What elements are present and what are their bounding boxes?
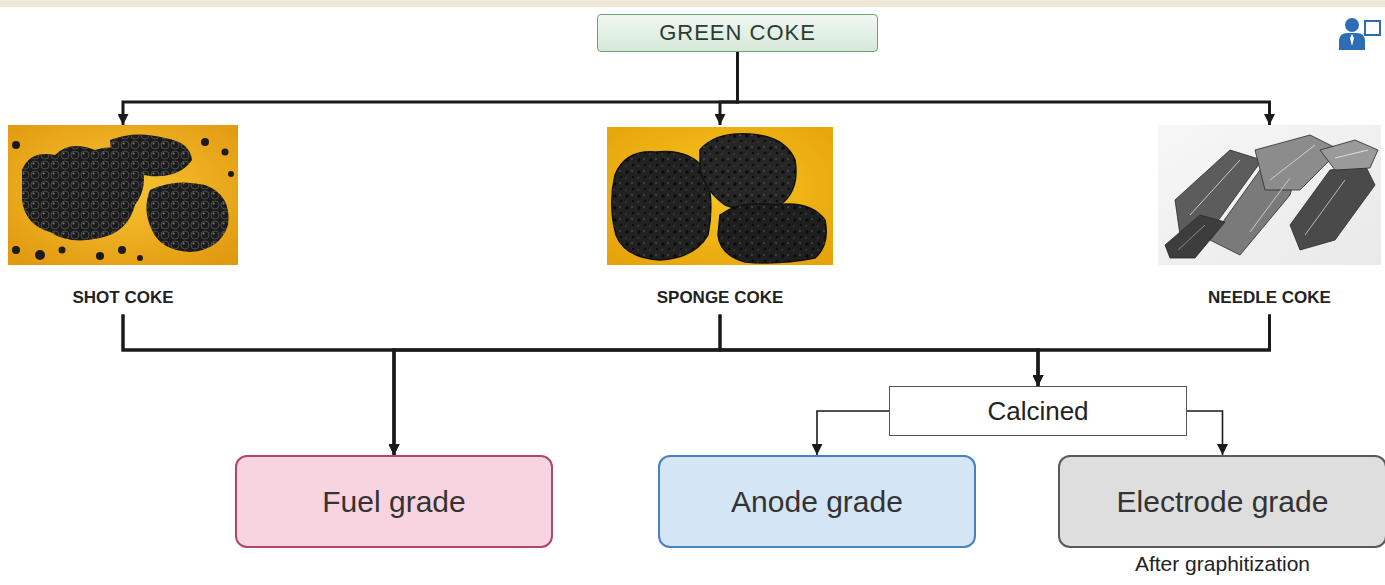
shot-coke-photo-part [201,138,209,146]
box-shape: Fuel grade [235,455,553,548]
sponge-coke-photo-part [612,151,711,260]
needle-coke-photo-part [1190,160,1240,215]
shot-coke-photo-part [110,134,192,176]
shot-coke-photo-part [12,246,20,254]
connector-arrow [720,52,738,125]
box-label: Fuel grade [322,485,465,519]
connector-arrow [738,52,1270,125]
needle-coke-photo-part [1270,145,1315,180]
shot-coke-photo-part [8,125,238,265]
product-photo-node: SHOT COKE [0,125,250,314]
needle-coke-photo-part [1165,215,1225,258]
node-caption: After graphitization [1058,551,1385,577]
connector-arrow [1187,411,1223,455]
needle-coke-photo-part [1305,180,1345,235]
node-caption: SPONGE COKE [595,288,845,314]
shot-coke-photo-part [12,141,20,149]
connector-arrow [123,314,394,455]
shot-coke-photo-part [35,250,45,260]
root-box: GREEN COKE [597,14,878,52]
sponge-coke-photo-part [718,204,826,263]
shot-coke-photo-part [118,246,126,254]
connector-arrow [1038,314,1270,386]
presenter-icon-part [1365,21,1380,35]
needle-coke-photo-part [1320,140,1378,170]
box-label: Calcined [987,396,1088,427]
shot-coke-photo [8,125,238,265]
product-photo-node: SPONGE COKE [595,125,845,314]
grade-box: Electrode gradeAfter graphitization [1058,455,1385,577]
needle-coke-photo-part [1290,165,1375,250]
shot-coke-photo-part [222,149,229,156]
process-box: Calcined [889,386,1187,436]
connector-arrow [394,314,1270,455]
node-caption: NEEDLE COKE [1146,288,1385,314]
sponge-coke-photo-part [718,204,826,263]
needle-coke-photo [1158,125,1381,265]
top-band [0,0,1385,7]
box-label: GREEN COKE [659,20,816,46]
box-label: Electrode grade [1117,485,1329,519]
box-shape: Anode grade [658,455,976,548]
presenter-icon-part [1345,18,1359,32]
presenter-icon-part [1339,33,1365,50]
shot-coke-photo-part [59,247,66,254]
connector-arrow [394,314,720,455]
node-caption: SHOT COKE [0,288,250,314]
grade-box: Anode grade [658,455,976,548]
shot-coke-photo-part [96,252,104,260]
sponge-coke-photo-part [700,134,796,210]
shot-coke-photo-part [228,171,234,177]
box-shape: Calcined [889,386,1187,436]
connector-arrow [720,314,1038,386]
box-shape: GREEN COKE [597,14,878,52]
box-shape: Electrode grade [1058,455,1385,548]
connector-arrow [123,314,1038,386]
photo-frame [595,125,845,288]
presenter-icon-part [1350,34,1354,46]
needle-coke-photo-part [1335,150,1368,158]
grade-box: Fuel grade [235,455,553,548]
shot-coke-photo-part [137,255,143,261]
sponge-coke-photo [607,127,833,265]
shot-coke-photo-part [110,134,192,176]
sponge-coke-photo-part [607,127,833,265]
sponge-coke-photo-part [612,151,711,260]
connector-arrow [817,411,889,455]
sponge-coke-photo-part [700,134,796,210]
photo-frame [0,125,250,288]
shot-coke-photo-part [146,182,228,252]
needle-coke-photo-part [1158,125,1381,265]
box-label: Anode grade [731,485,903,519]
needle-coke-photo-part [1250,178,1290,232]
needle-coke-photo-part [1178,225,1205,250]
shot-coke-photo-part [146,182,228,252]
connector-arrow [123,52,738,125]
photo-frame [1146,125,1385,288]
presenter-icon [1339,18,1380,50]
product-photo-node: NEEDLE COKE [1146,125,1385,314]
